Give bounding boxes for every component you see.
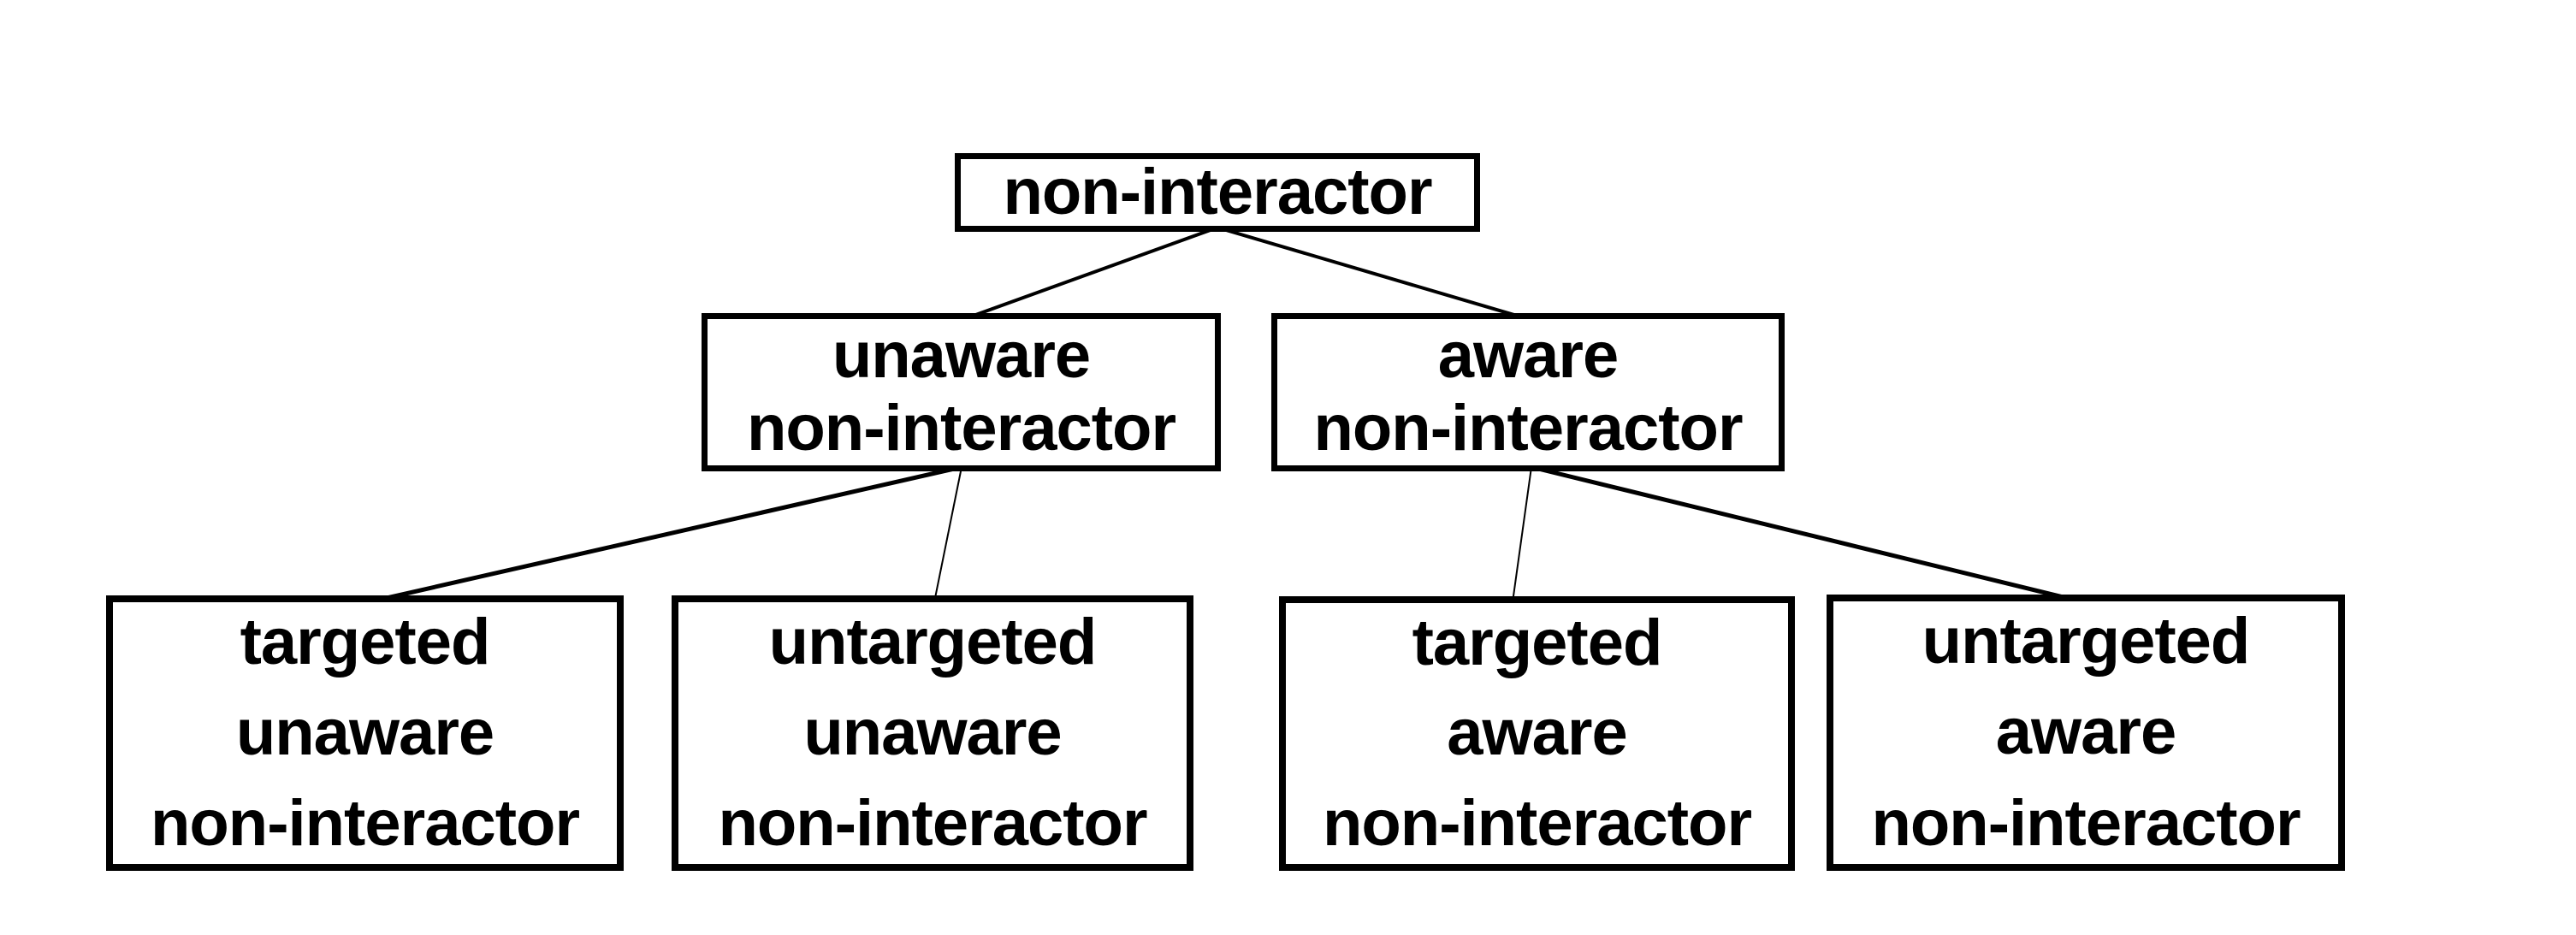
node-label-line: unaware (832, 319, 1091, 392)
connector-aware-to-targeted (1512, 466, 1532, 603)
connector-root-to-unaware (961, 226, 1218, 322)
node-label-line: aware (1437, 319, 1619, 392)
node-label-line: non-interactor (1322, 786, 1752, 860)
node-label-line: non-interactor (1871, 786, 2301, 860)
node-label-line: non-interactor (1313, 391, 1743, 465)
node-label-line: untargeted (768, 606, 1098, 678)
node-label-line: targeted (240, 606, 491, 678)
node-unaware-non-interactor: unaware non-interactor (702, 313, 1221, 471)
node-untargeted-unaware-non-interactor: untargeted unaware non-interactor (672, 595, 1193, 871)
node-label-line: non-interactor (746, 391, 1176, 465)
node-aware-non-interactor: aware non-interactor (1271, 313, 1785, 471)
node-label-line: non-interactor (718, 786, 1147, 860)
connector-unaware-to-untargeted (933, 466, 962, 603)
node-label-line: unaware (803, 695, 1062, 769)
node-label-line: unaware (235, 695, 494, 769)
node-label: non-interactor (1003, 155, 1432, 228)
node-targeted-aware-non-interactor: targeted aware non-interactor (1279, 596, 1795, 871)
node-untargeted-aware-non-interactor: untargeted aware non-interactor (1827, 595, 2345, 871)
node-label-line: aware (1447, 696, 1627, 770)
node-label-line: non-interactor (150, 786, 580, 860)
node-non-interactor: non-interactor (955, 153, 1480, 232)
connector-unaware-to-targeted (367, 465, 962, 605)
node-label-line: aware (1995, 695, 2176, 769)
connector-aware-to-untargeted (1531, 465, 2085, 605)
connector-root-to-aware (1217, 226, 1532, 322)
node-targeted-unaware-non-interactor: targeted unaware non-interactor (106, 595, 624, 871)
node-label-line: targeted (1412, 607, 1663, 679)
node-label-line: untargeted (1922, 605, 2251, 678)
